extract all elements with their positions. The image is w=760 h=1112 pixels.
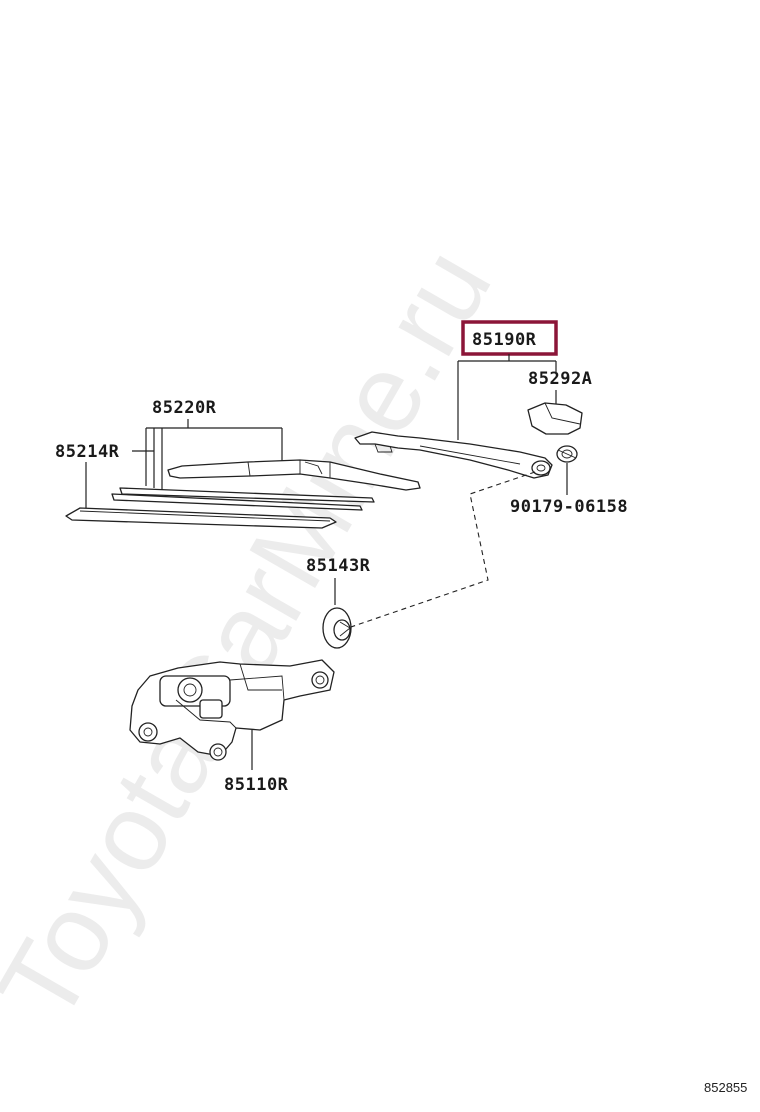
wiper-motor-part (129, 659, 335, 761)
label-85110R[interactable]: 85110R (224, 775, 289, 795)
blade-rubber-strip-upper (119, 487, 375, 503)
leader-85190R (457, 354, 557, 440)
watermark-text: ToyotaCarMine.ru (0, 229, 515, 1042)
label-85292A[interactable]: 85292A (528, 369, 592, 389)
leader-85214R (85, 428, 155, 510)
label-85214R[interactable]: 85214R (55, 442, 120, 462)
blade-rubber-strip-lower (111, 493, 363, 511)
label-85143R[interactable]: 85143R (306, 556, 371, 576)
dashed-pivot-line (347, 471, 536, 629)
wiper-arm-part (354, 431, 553, 479)
leader-85220R (145, 419, 283, 492)
pivot-cap-part (322, 607, 352, 649)
wiper-blade-part (167, 459, 421, 491)
reference-code: 852855 (704, 1080, 747, 1095)
label-85190R[interactable]: 85190R (472, 330, 537, 350)
nut-part (556, 445, 578, 463)
label-90179-06158[interactable]: 90179-06158 (510, 497, 628, 517)
label-85220R[interactable]: 85220R (152, 398, 217, 418)
